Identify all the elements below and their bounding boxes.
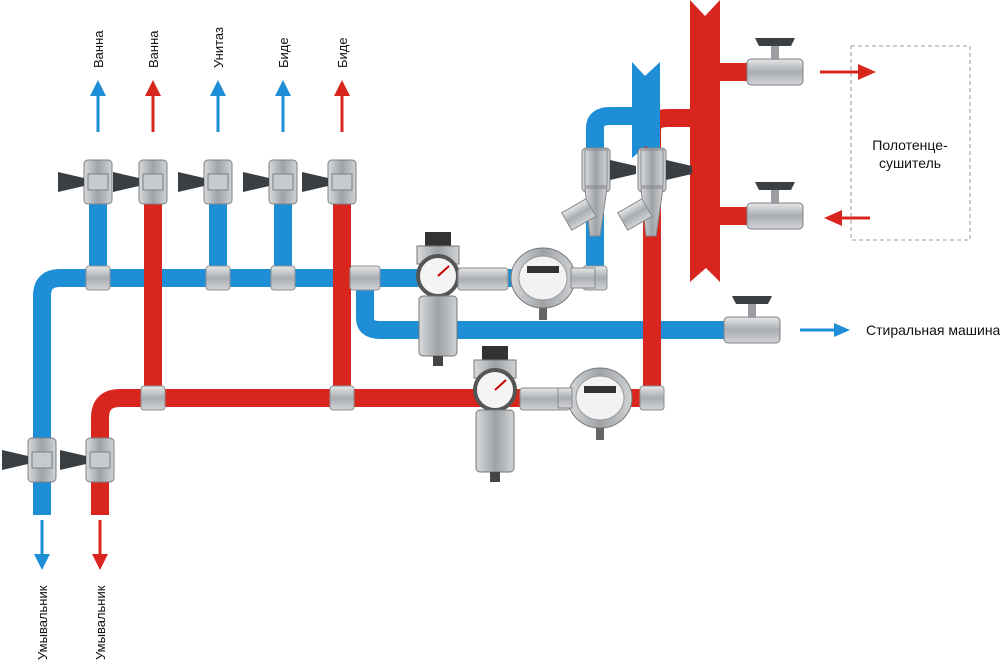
- ball-valve-icon: [723, 296, 781, 344]
- cold-to-washer: [356, 278, 780, 339]
- outlet-arrows: [34, 64, 876, 570]
- pressure-regulator-cold: [416, 232, 460, 366]
- outlet-label-toilet: Унитаз: [211, 27, 226, 68]
- arrow-up-icon: [334, 80, 350, 132]
- arrow-up-icon: [90, 80, 106, 132]
- hot-manifold: [91, 389, 655, 515]
- ball-valve-icon: [746, 38, 804, 86]
- arrow-up-icon: [145, 80, 161, 132]
- arrow-down-icon: [34, 520, 50, 570]
- washing-machine-label: Стиральная машина: [866, 322, 1000, 338]
- tee-fitting: [205, 265, 231, 291]
- ball-valve-icon: [302, 159, 357, 205]
- outlet-label-bidet-hot: Биде: [335, 37, 350, 68]
- tee-fitting: [270, 265, 296, 291]
- pressure-regulator-hot: [473, 346, 517, 482]
- strainer-hot: [617, 149, 664, 237]
- ball-valve-icon: [178, 159, 233, 205]
- arrow-right-icon: [820, 64, 876, 80]
- outlet-label-bath-hot: Ванна: [146, 30, 161, 68]
- water-meter-hot: [557, 367, 633, 440]
- arrow-right-icon: [800, 323, 850, 337]
- ball-valve-icon: [58, 159, 113, 205]
- ball-valve-icon: [60, 437, 115, 483]
- cold-pipes: [33, 107, 780, 515]
- outlet-label-sink-hot: Умывальник: [93, 585, 108, 660]
- outlet-label-bidet-cold: Биде: [276, 37, 291, 68]
- hot-main-riser: [690, 0, 720, 282]
- towel-dryer-box: [850, 45, 971, 241]
- strainer-cold: [561, 149, 608, 237]
- valve-group: [2, 38, 804, 483]
- tee-fitting: [140, 385, 166, 411]
- ball-valve-icon: [2, 437, 57, 483]
- towel-dryer-label-line2: сушитель: [879, 155, 941, 171]
- coupling: [457, 267, 509, 291]
- cold-manifold: [33, 269, 365, 515]
- towel-dryer-label-line1: Полотенце-: [872, 137, 948, 153]
- arrow-up-icon: [275, 80, 291, 132]
- cold-meter-line: [365, 107, 640, 287]
- tee-fitting: [85, 265, 111, 291]
- cold-main-riser: [632, 62, 660, 158]
- ball-valve-icon: [746, 182, 804, 230]
- water-meter-cold: [510, 247, 596, 320]
- ball-valve-icon: [243, 159, 298, 205]
- arrow-down-icon: [92, 520, 108, 570]
- ball-valve-icon: [113, 159, 168, 205]
- tee-fitting: [329, 385, 355, 411]
- arrow-up-icon: [210, 80, 226, 132]
- outlet-label-sink-cold: Умывальник: [35, 585, 50, 660]
- elbow-fitting: [639, 385, 665, 411]
- outlet-label-bath-cold: Ванна: [91, 30, 106, 68]
- arrow-left-icon: [824, 210, 870, 226]
- tee-fitting: [349, 265, 381, 291]
